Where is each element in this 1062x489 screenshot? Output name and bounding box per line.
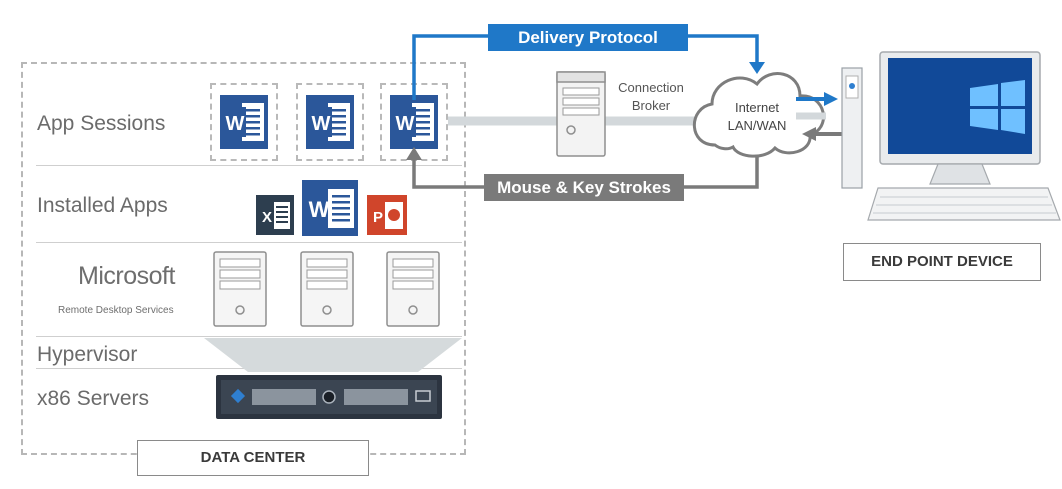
microsoft-logo-text: Microsoft	[78, 262, 175, 290]
word-icon: W	[220, 95, 268, 149]
rds-subtitle: Remote Desktop Services	[58, 305, 174, 316]
monitor-icon	[879, 51, 1041, 185]
hypervisor-label: Hypervisor	[37, 343, 138, 366]
x86-servers-label: x86 Servers	[37, 387, 150, 410]
svg-text:X: X	[262, 209, 272, 226]
connection-broker-line2: Broker	[631, 98, 671, 113]
powerpoint-icon: P	[367, 195, 407, 235]
layer-divider	[36, 336, 462, 337]
app-session-box	[296, 83, 364, 161]
cloud-line2: LAN/WAN	[727, 118, 787, 133]
svg-text:W: W	[226, 113, 245, 135]
svg-text:W: W	[396, 113, 415, 135]
svg-text:W: W	[309, 197, 330, 222]
word-icon: W	[306, 95, 354, 149]
data-center-label: DATA CENTER	[137, 440, 369, 476]
layer-divider	[36, 165, 462, 166]
excel-icon: X	[256, 195, 294, 235]
word-icon-installed: W	[302, 180, 358, 236]
layer-divider	[36, 242, 462, 243]
app-session-box	[210, 83, 278, 161]
mouse-key-strokes-label: Mouse & Key Strokes	[484, 174, 684, 201]
pc-tower-icon	[841, 67, 863, 189]
delivery-protocol-label: Delivery Protocol	[488, 24, 688, 51]
cloud-line1: Internet	[734, 100, 780, 115]
svg-text:P: P	[373, 209, 383, 226]
installed-apps-label: Installed Apps	[37, 194, 168, 217]
hypervisor-funnel	[204, 338, 462, 372]
rack-server-icon	[216, 375, 442, 419]
server-tower-icon	[213, 251, 267, 327]
end-point-device-label: END POINT DEVICE	[843, 243, 1041, 281]
app-sessions-label: App Sessions	[37, 112, 166, 135]
cloud-icon	[692, 72, 825, 158]
connection-broker-line1: Connection	[618, 80, 684, 95]
server-tower-icon	[386, 251, 440, 327]
svg-text:W: W	[312, 113, 331, 135]
word-icon: W	[390, 95, 438, 149]
keyboard-icon	[867, 187, 1061, 221]
server-tower-icon	[300, 251, 354, 327]
connection-broker-server-icon	[556, 71, 606, 157]
